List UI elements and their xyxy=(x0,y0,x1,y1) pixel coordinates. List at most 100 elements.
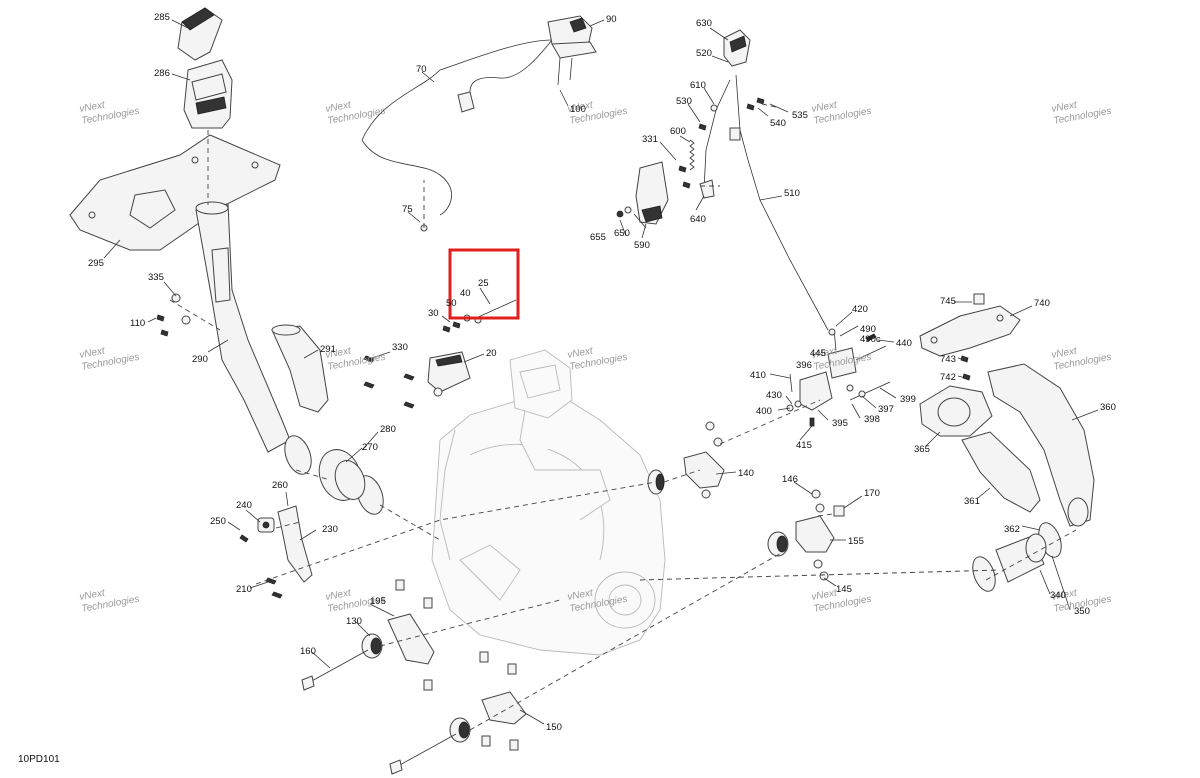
watermark-text: vNext xyxy=(1051,587,1079,602)
callout-540: 540 xyxy=(770,118,786,129)
callout-490: 490 xyxy=(860,324,876,335)
watermark-text: vNext xyxy=(811,99,839,114)
callout-160: 160 xyxy=(300,646,316,657)
callout-410: 410 xyxy=(750,370,766,381)
callout-655: 655 xyxy=(590,232,606,243)
callout-leaders xyxy=(103,19,1099,725)
callout-285: 285 xyxy=(154,12,170,23)
callout-280: 280 xyxy=(380,424,396,435)
callout-331: 331 xyxy=(642,134,658,145)
callout-530: 530 xyxy=(676,96,692,107)
mount-155 xyxy=(767,489,845,581)
callout-50: 50 xyxy=(446,298,457,309)
highlight-box xyxy=(448,248,520,320)
callout-150: 150 xyxy=(546,722,562,733)
callout-415: 415 xyxy=(796,440,812,451)
clamp-280 xyxy=(284,435,384,515)
duct-361 xyxy=(961,431,1041,513)
callout-195: 195 xyxy=(370,596,386,607)
callout-742: 742 xyxy=(940,372,956,383)
callout-400: 400 xyxy=(756,406,772,417)
callout-100: 100 xyxy=(570,104,586,115)
callout-291: 291 xyxy=(320,344,336,355)
callout-240: 240 xyxy=(236,500,252,511)
callout-286: 286 xyxy=(154,68,170,79)
callout-520: 520 xyxy=(696,48,712,59)
callout-260: 260 xyxy=(272,480,288,491)
callout-110: 110 xyxy=(130,318,145,329)
callout-362: 362 xyxy=(1004,524,1020,535)
coupler-340 xyxy=(995,533,1047,583)
bolts-left xyxy=(156,293,283,599)
callout-590: 590 xyxy=(634,240,650,251)
plate-740 xyxy=(919,293,1021,357)
callout-398: 398 xyxy=(864,414,880,425)
callout-70: 70 xyxy=(416,64,427,75)
plate-295 xyxy=(69,134,281,251)
callout-630: 630 xyxy=(696,18,712,29)
callout-30: 30 xyxy=(428,308,439,319)
shifter-knob-630 xyxy=(723,29,751,67)
callout-130: 130 xyxy=(346,616,362,627)
watermark-text: vNext xyxy=(811,587,839,602)
lever-90 xyxy=(547,15,597,86)
duct-291 xyxy=(271,324,329,413)
watermark-text: vNext xyxy=(325,99,353,114)
callout-360: 360 xyxy=(1100,402,1116,413)
callout-610: 610 xyxy=(690,80,706,91)
callout-600: 600 xyxy=(670,126,686,137)
callout-230: 230 xyxy=(322,524,338,535)
diagram-code: 10PD101 xyxy=(18,754,60,765)
watermark-text: vNext xyxy=(567,99,595,114)
shift-rod xyxy=(703,74,829,331)
flange-365 xyxy=(919,385,993,437)
mount-130 xyxy=(301,579,435,691)
callout-650: 650 xyxy=(614,228,630,239)
callout-740: 740 xyxy=(1034,298,1050,309)
watermark-text: vNext xyxy=(811,345,839,360)
callout-146: 146 xyxy=(782,474,798,485)
callout-20: 20 xyxy=(486,348,497,359)
mount-150 xyxy=(389,651,527,775)
callout-365: 365 xyxy=(914,444,930,455)
watermark-text: vNext xyxy=(79,345,107,360)
watermark-text: vNext xyxy=(79,99,107,114)
callout-535: 535 xyxy=(792,110,808,121)
callout-labels: 285 286 295 335 110 290 291 280 270 260 … xyxy=(88,12,1116,733)
duct-360 xyxy=(987,363,1095,527)
intake-filter-286 xyxy=(183,59,233,129)
callout-396: 396 xyxy=(796,360,812,371)
watermark-text: vNext xyxy=(1051,99,1079,114)
bracket-590 xyxy=(616,161,715,225)
callout-510: 510 xyxy=(784,188,800,199)
callout-90: 90 xyxy=(606,14,617,25)
engine-block xyxy=(431,349,666,656)
callout-330: 330 xyxy=(392,342,408,353)
callout-155: 155 xyxy=(848,536,864,547)
callout-340: 340 xyxy=(1050,590,1066,601)
callout-490c: 490c xyxy=(860,334,881,345)
callout-25: 25 xyxy=(478,278,489,289)
callout-420: 420 xyxy=(852,304,868,315)
callout-290: 290 xyxy=(192,354,208,365)
callout-140: 140 xyxy=(738,468,754,479)
callout-40: 40 xyxy=(460,288,471,299)
callout-445: 445 xyxy=(810,348,826,359)
callout-295: 295 xyxy=(88,258,104,269)
callout-397: 397 xyxy=(878,404,894,415)
callout-745: 745 xyxy=(940,296,956,307)
mount-140 xyxy=(647,421,725,499)
watermark-text: vNext xyxy=(567,587,595,602)
box-20 xyxy=(427,351,471,397)
callout-145: 145 xyxy=(836,584,852,595)
callout-350: 350 xyxy=(1074,606,1090,617)
callout-743: 743 xyxy=(940,354,956,365)
screws-330 xyxy=(363,355,415,409)
watermark-text: vNext xyxy=(79,587,107,602)
callout-75: 75 xyxy=(402,204,413,215)
callout-399: 399 xyxy=(900,394,916,405)
callout-640: 640 xyxy=(690,214,706,225)
intake-duct-290 xyxy=(195,201,291,453)
coupler-270 xyxy=(318,449,366,501)
